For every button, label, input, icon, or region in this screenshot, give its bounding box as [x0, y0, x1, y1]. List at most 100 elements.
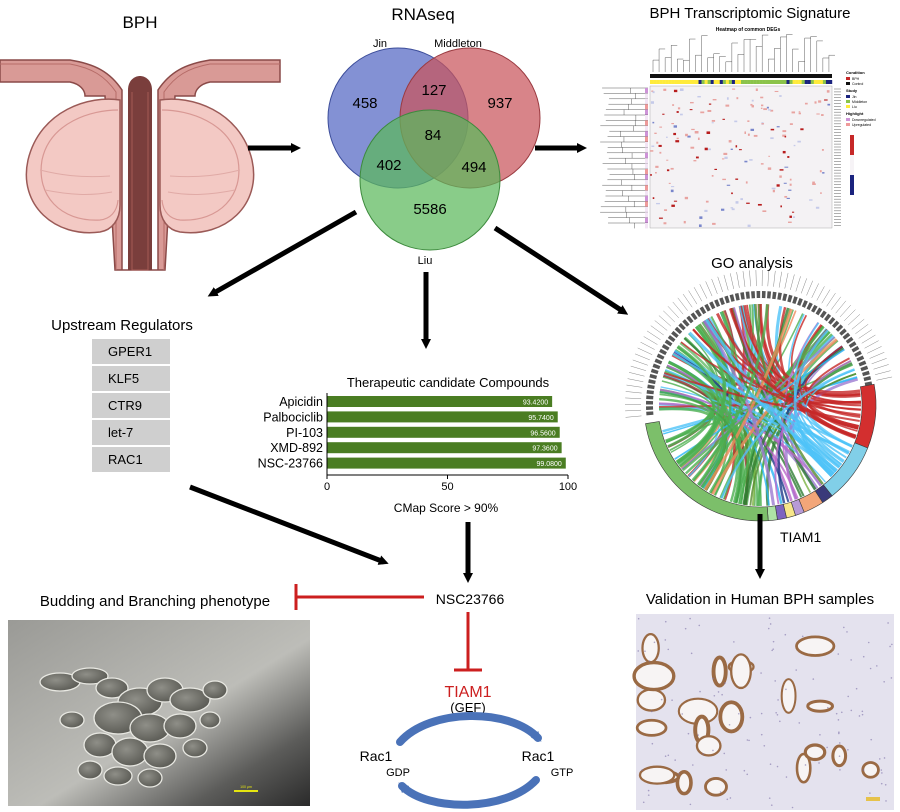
chart-bar-value: 93.4200 — [523, 400, 548, 407]
upstream-title: Upstream Regulators — [51, 317, 193, 334]
regulator-box — [92, 366, 170, 391]
cycle-arrow-bottom — [398, 776, 540, 809]
venn-label-middleton: Middleton — [434, 38, 482, 50]
chart-bars: 93.4200Apicidin95.7400Palbociclib96.5600… — [258, 395, 566, 471]
heatmap-title: Heatmap of common DEGs — [716, 27, 781, 33]
heatmap-matrix — [649, 85, 833, 229]
legend-middleton-swatch — [846, 100, 850, 103]
legend-liu-swatch — [846, 105, 850, 108]
heatmap-left-dendrogram — [600, 87, 648, 229]
legend-liu-label: Liu — [852, 105, 857, 109]
histology-scale-bar — [866, 797, 880, 801]
heatmap-gene-labels — [834, 88, 841, 226]
validation-title: Validation in Human BPH samples — [646, 591, 874, 608]
heatmap-study-bar — [650, 80, 833, 84]
rac1-gtp-label: Rac1 — [522, 748, 555, 764]
inhibitor-label: NSC23766 — [436, 591, 505, 607]
signature-title: BPH Transcriptomic Signature — [650, 5, 851, 22]
heatmap-legend: Condition BPH Control Study Jin Middleto… — [846, 70, 876, 195]
venn-count-all: 84 — [425, 127, 442, 144]
venn-circle-liu — [359, 109, 501, 251]
chart-bar — [327, 411, 558, 423]
flow-arrows — [189, 143, 765, 583]
regulator-label: let-7 — [108, 425, 133, 440]
chart-bar — [327, 396, 553, 407]
venn-count-jin-middleton: 127 — [421, 82, 446, 99]
arrow-to-go — [493, 225, 629, 315]
venn-count-liu-only: 5586 — [413, 201, 446, 218]
chart-x-tick-label: 0 — [324, 481, 330, 493]
venn-label-liu: Liu — [418, 255, 433, 267]
regulator-box — [92, 420, 170, 445]
chart-category-label: Palbociclib — [263, 410, 323, 424]
organoid-micrograph: 100 μm — [8, 620, 310, 806]
chart-bar-value: 99.0800 — [536, 461, 561, 468]
go-term-arc — [766, 505, 778, 522]
chart-bar — [327, 442, 562, 454]
chart-bar-value: 97.3600 — [532, 446, 557, 453]
arrow-regulators-to-inhibitor — [189, 484, 389, 565]
chart-bar-value: 95.7400 — [528, 415, 553, 422]
regulator-box — [92, 339, 170, 364]
legend-jin-swatch — [846, 95, 850, 98]
chart-category-label: PI-103 — [286, 426, 323, 440]
chart-category-label: XMD-892 — [270, 441, 323, 455]
venn-count-jin-only: 458 — [352, 95, 377, 112]
gef-label: (GEF) — [450, 700, 485, 715]
legend-bph-label: BPH — [852, 77, 860, 81]
venn-diagram: Jin Middleton Liu 458 937 5586 127 402 4… — [327, 38, 541, 267]
go-chord-diagram — [625, 270, 893, 522]
cycle-arrow-top — [396, 712, 542, 746]
heatmap-panel: Heatmap of common DEGs Condition BPH Con… — [600, 27, 876, 229]
budding-title: Budding and Branching phenotype — [40, 593, 270, 610]
regulator-label: KLF5 — [108, 371, 139, 386]
chart-x-axis: 0 50 100 — [324, 393, 577, 493]
legend-jin-label: Jin — [852, 95, 857, 99]
rac1-gdp-label: Rac1 — [360, 748, 393, 764]
legend-control-swatch — [846, 82, 850, 85]
rnaseq-title: RNAseq — [391, 5, 454, 24]
histology-glands — [632, 617, 893, 809]
inhibition-pathway: NSC23766 TIAM1 (GEF) Rac1 GDP Rac1 GTP — [294, 584, 574, 809]
heatmap-condition-bar — [650, 74, 832, 78]
go-gene-ring — [646, 291, 873, 416]
regulator-label: GPER1 — [108, 344, 152, 359]
venn-label-jin: Jin — [373, 38, 387, 50]
chart-x-label: CMap Score > 90% — [394, 501, 499, 515]
compound-bar-chart: Therapeutic candidate Compounds 93.4200 A… — [258, 375, 578, 515]
go-term-arc — [645, 421, 769, 522]
go-outer-arcs — [645, 383, 877, 522]
regulator-box — [92, 393, 170, 418]
regulator-label: CTR9 — [108, 398, 142, 413]
venn-count-jin-liu: 402 — [376, 157, 401, 174]
legend-control-label: Control — [852, 82, 864, 86]
heatmap-top-dendrogram — [652, 34, 835, 72]
venn-count-middleton-only: 937 — [487, 95, 512, 112]
gtp-label: GTP — [551, 767, 574, 779]
chart-x-tick-label: 50 — [441, 481, 453, 493]
chart-x-tick-label: 100 — [559, 481, 577, 493]
legend-condition-header: Condition — [846, 70, 865, 75]
legend-highlight-header: Highlight — [846, 111, 864, 116]
legend-middleton-label: Middleton — [852, 100, 867, 104]
go-term-labels — [625, 270, 893, 418]
tiam1-label: TIAM1 — [444, 684, 491, 701]
ihc-histology-image — [632, 614, 894, 810]
chart-category-label: Apicidin — [279, 395, 323, 409]
prostate-illustration — [0, 59, 281, 271]
regulator-label: RAC1 — [108, 452, 143, 467]
go-title: GO analysis — [711, 255, 793, 272]
scale-bar-label: 100 μm — [240, 785, 252, 789]
heatmap-cells — [650, 88, 831, 227]
legend-study-header: Study — [846, 88, 858, 93]
legend-down-label: Downregulated — [852, 118, 876, 122]
arrow-to-regulators — [207, 209, 358, 297]
chart-bar — [327, 457, 566, 469]
chart-title: Therapeutic candidate Compounds — [347, 375, 550, 390]
tiam1-arrow-label: TIAM1 — [780, 529, 821, 545]
bph-title: BPH — [123, 13, 158, 32]
legend-bph-swatch — [846, 77, 850, 80]
legend-up-swatch — [846, 123, 850, 126]
